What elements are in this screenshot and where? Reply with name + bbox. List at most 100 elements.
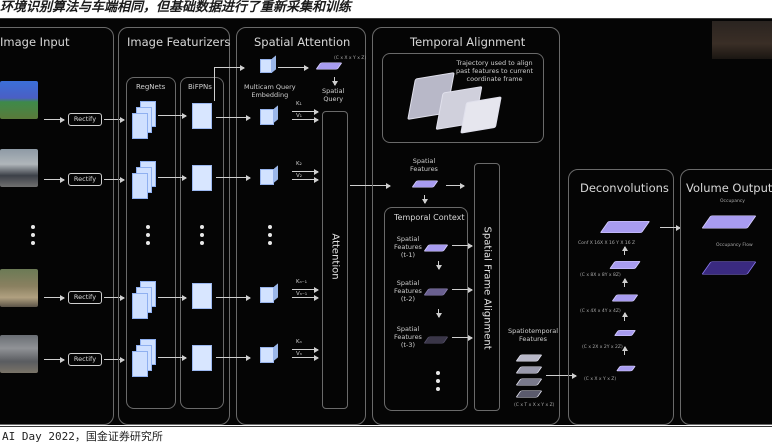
regnet-block [132,113,148,139]
multicam-query-label: Multicam Query Embedding [244,83,296,99]
key-label: K₁ [296,101,302,107]
flow-arrow [292,354,319,361]
flow-arrow [452,242,473,249]
kv-cube [260,287,274,303]
ellipsis-dot [31,241,35,245]
flow-arrow [216,294,251,301]
temporal-context-title: Temporal Context [394,213,465,222]
flow-arrow [331,77,338,86]
flow-arrow [216,354,251,361]
kv-cube [260,169,274,185]
key-label: K₂ [296,161,302,167]
flow-arrow [435,261,442,270]
speaker-thumbnail [712,21,772,59]
flow-arrow [104,116,125,123]
flow-arrow [292,176,319,183]
regnets-label: RegNets [136,83,166,91]
flow-arrow [421,195,428,204]
regnet-block [132,351,148,377]
trajectory-box [382,53,544,143]
deconv-dims: (C x 4X x 4Y x 4Z) [580,309,621,314]
section-image-input [0,27,114,425]
kv-cube [260,109,274,125]
query-embedding-cube [260,59,272,73]
spatial-query-label: Spatial Query [322,87,345,103]
ellipsis-dot [436,387,440,391]
rectify-box: Rectify [68,113,102,126]
deconv-dims: (C x 8X x 8Y x 8Z) [580,273,621,278]
occupancy-label: Occupancy [720,199,745,204]
spatial-features-label: Spatial Features [410,157,438,173]
deconv-volume [599,221,651,233]
camera-image [0,149,38,187]
flow-arrow [621,278,628,287]
flow-arrow [44,176,65,183]
flow-arrow [621,312,628,321]
context-item-label: Spatial Features (t-3) [394,325,422,349]
flow-arrow [292,116,319,123]
flow-arrow [292,286,319,293]
flow-arrow [158,112,187,119]
flow-arrow [446,182,465,189]
flow-arrow [435,309,442,318]
key-label: Kₙ [296,339,302,345]
section-deconvolutions [568,169,674,425]
ellipsis-dot [200,233,204,237]
flow-arrow [350,182,391,189]
key-label: Kₙ₋₁ [296,279,307,285]
camera-image [0,335,38,373]
value-label: V₁ [296,113,302,119]
flow-arrow [621,246,628,255]
section-title-volume-outputs: Volume Outputs [686,181,772,195]
flow-arrow [292,168,319,175]
bifpn-block [192,103,212,129]
section-temporal-alignment [372,27,560,425]
value-label: Vₙ₋₁ [296,291,308,297]
section-title-image-featurizers: Image Featurizers [127,35,231,49]
flow-arrow [44,356,65,363]
deconv-dims: (C x 2X x 2Y x 2Z) [582,345,623,350]
flow-arrow [292,108,319,115]
section-title-temporal-alignment: Temporal Alignment [410,35,526,49]
ellipsis-dot [268,241,272,245]
occupancy-flow-label: Occupancy Flow [716,243,753,248]
ellipsis-dot [31,225,35,229]
flow-arrow [621,346,628,355]
regnet-block [132,293,148,319]
frame-alignment-label: Spatial Frame Alignment [481,226,493,350]
value-label: Vₙ [296,351,302,357]
flow-arrow [216,174,251,181]
occupancy-volume [701,215,757,229]
rectify-box: Rectify [68,173,102,186]
attention-label: Attention [329,233,341,280]
rectify-box: Rectify [68,291,102,304]
trajectory-caption: Trajectory used to align past features t… [456,59,534,83]
attention-box [322,111,348,409]
deconv-dims: (C x X x Y x Z) [584,377,617,382]
figure-source: AI Day 2022，国金证券研究所 [2,430,163,443]
occupancy-flow-volume [701,261,757,275]
flow-arrow [158,354,187,361]
section-image-featurizers [118,27,230,425]
rectify-box: Rectify [68,353,102,366]
ellipsis-dot [436,379,440,383]
section-title-image-input: Image Input [0,35,70,49]
camera-image [0,81,38,119]
flow-arrow [158,174,187,181]
section-spatial-attention [236,27,366,425]
flow-arrow [292,346,319,353]
camera-image [0,269,38,307]
ellipsis-dot [200,241,204,245]
ellipsis-dot [146,225,150,229]
bifpn-block [192,345,212,371]
flow-arrow [292,294,319,301]
bifpns-box [180,77,224,409]
kv-cube [260,347,274,363]
context-item-label: Spatial Features (t-1) [394,235,422,259]
ellipsis-dot [146,241,150,245]
flow-arrow [104,356,125,363]
flow-arrow [546,372,577,379]
ellipsis-dot [268,225,272,229]
ellipsis-dot [200,225,204,229]
top-rule [0,18,772,19]
